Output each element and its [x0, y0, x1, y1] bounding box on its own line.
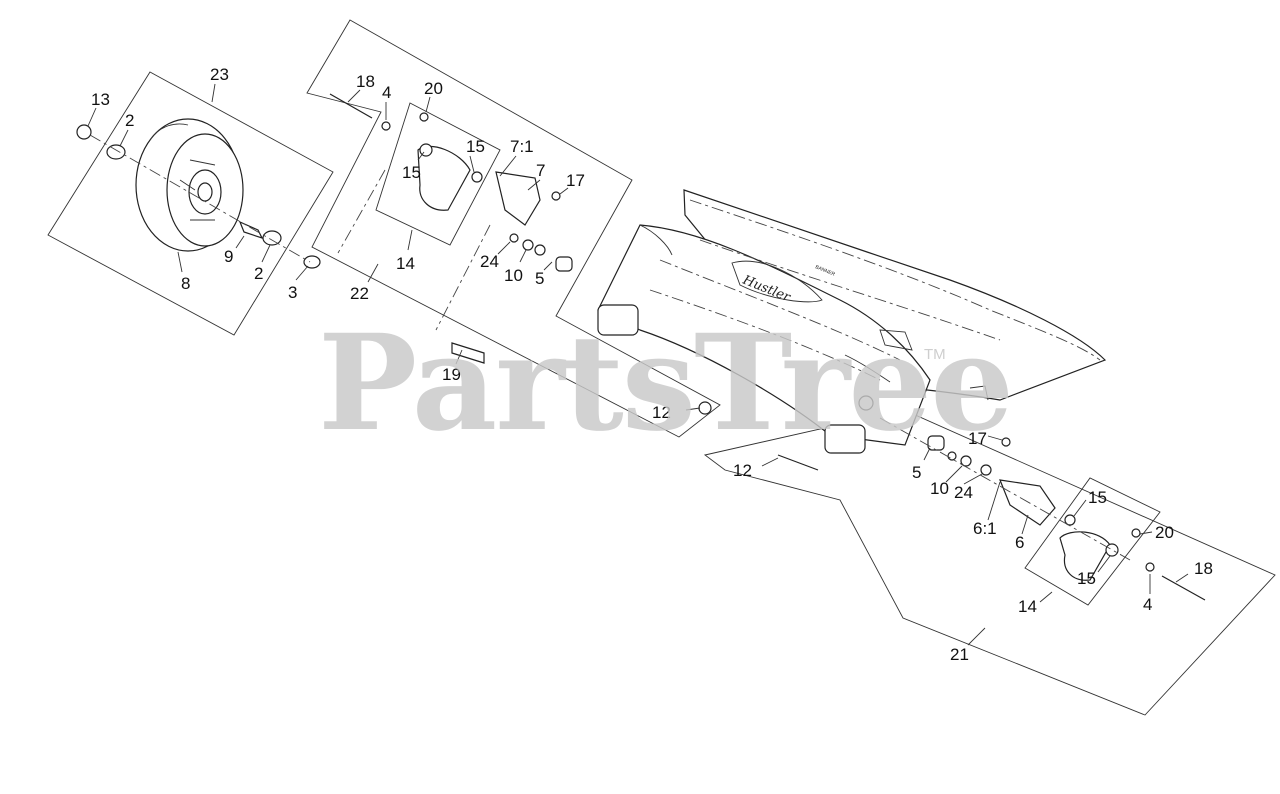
washer-10-left [522, 239, 534, 251]
bolt-18-left [329, 93, 373, 119]
callout-labels: 23 13 2 9 2 3 8 18 4 20 15 15 7:1 7 17 1… [91, 65, 1213, 664]
callout-15-right-lower: 15 [1077, 569, 1096, 588]
callout-17-right: 17 [968, 429, 987, 448]
right-hardware [777, 417, 1206, 601]
washer-4-right [1145, 562, 1155, 572]
callout-14-left: 14 [396, 254, 415, 273]
group-box-22 [306, 19, 721, 438]
pin-19 [451, 342, 485, 364]
callout-20-left: 20 [424, 79, 443, 98]
callout-2-lower: 2 [254, 264, 263, 283]
callout-17-left: 17 [566, 171, 585, 190]
callout-6: 6 [1015, 533, 1024, 552]
callout-15-right-upper: 15 [1088, 488, 1107, 507]
callout-23: 23 [210, 65, 229, 84]
callout-22: 22 [350, 284, 369, 303]
callout-21: 21 [950, 645, 969, 664]
plate-7 [495, 171, 541, 226]
bracket-14-right [1059, 531, 1111, 581]
plate-6 [999, 479, 1056, 526]
callout-3: 3 [288, 283, 297, 302]
washer-10-right [960, 455, 972, 467]
callout-18-left: 18 [356, 72, 375, 91]
bolt-17-right [1001, 437, 1011, 447]
callout-15-upper: 15 [466, 137, 485, 156]
washer-4-left [381, 121, 391, 131]
callout-4-right: 4 [1143, 595, 1152, 614]
callout-5-left: 5 [535, 269, 544, 288]
callout-14-right: 14 [1018, 597, 1037, 616]
spacer-9 [238, 220, 264, 240]
callout-24-right: 24 [954, 483, 973, 502]
bushing-2-left [106, 144, 126, 160]
callout-7-1: 7:1 [510, 137, 534, 156]
leader-lines [87, 83, 1189, 646]
callout-7: 7 [536, 161, 545, 180]
group-box-23 [47, 71, 334, 336]
washer-3 [303, 255, 321, 269]
nut-20-left [419, 112, 429, 122]
washer-24-right [980, 464, 992, 476]
callout-5-right: 5 [912, 463, 921, 482]
callout-10-right: 10 [930, 479, 949, 498]
bracket-14-left [417, 145, 471, 211]
callout-15-mid: 15 [402, 163, 421, 182]
bushing-5-left [555, 256, 573, 272]
mower-deck: Hustler BANNER [597, 189, 1107, 454]
group-box-14-right [1024, 477, 1161, 606]
callout-9: 9 [224, 247, 233, 266]
callout-2-upper: 2 [125, 111, 134, 130]
callout-8: 8 [181, 274, 190, 293]
callout-10-left: 10 [504, 266, 523, 285]
bolt-17-left [551, 191, 561, 201]
callout-13: 13 [91, 90, 110, 109]
bolt-12-right [777, 454, 819, 471]
callout-12-lower: 12 [733, 461, 752, 480]
callout-6-1: 6:1 [973, 519, 997, 538]
left-hardware [329, 93, 712, 415]
group-box-21 [703, 409, 1276, 716]
washer-24-left [509, 233, 519, 243]
callout-24-left: 24 [480, 252, 499, 271]
nut-13 [76, 124, 92, 140]
nut-12-left [698, 401, 712, 415]
callout-4-left: 4 [382, 83, 391, 102]
callout-12-upper: 12 [652, 403, 671, 422]
bushing-2-right [262, 230, 282, 246]
wheel-assembly [76, 118, 321, 269]
callout-20-right: 20 [1155, 523, 1174, 542]
nut-20-right [1131, 528, 1141, 538]
bushing-5-right [927, 435, 945, 451]
callout-19: 19 [442, 365, 461, 384]
bolt-18-right [1161, 575, 1206, 601]
group-box-14-left [375, 102, 501, 246]
callout-18-right: 18 [1194, 559, 1213, 578]
